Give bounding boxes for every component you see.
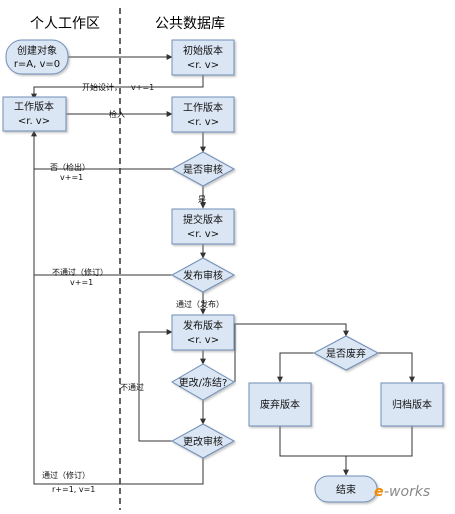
watermark-part2: -works <box>384 484 430 500</box>
node-archived-label: 归档版本 <box>392 398 432 411</box>
lane-title-public: 公共数据库 <box>155 16 225 32</box>
edge-pass-revise <box>31 130 204 485</box>
label-checkin: 检入 <box>109 109 125 119</box>
node-initial-line2: <r. v> <box>187 60 219 71</box>
node-release-review-label: 发布审核 <box>183 269 223 282</box>
node-work-personal: 工作版本 <r. v> <box>2 96 67 132</box>
node-work-public-line1: 工作版本 <box>183 101 223 114</box>
label-yes: 是 <box>198 195 206 204</box>
node-release-line2: <r. v> <box>187 335 219 346</box>
edge-start-design <box>31 75 204 100</box>
watermark-logo: e -works <box>374 484 430 500</box>
node-end: 结束 <box>314 475 378 503</box>
node-change-review: 更改审核 <box>170 423 236 459</box>
node-release-line1: 发布版本 <box>183 319 223 332</box>
node-release-review: 发布审核 <box>170 257 236 293</box>
node-create: 创建对象 r=A, v=0 <box>5 39 69 75</box>
node-submit-line2: <r. v> <box>187 229 219 240</box>
label-start-design-v: v+=1 <box>131 83 154 92</box>
node-create-line2: r=A, v=0 <box>14 59 60 70</box>
node-submit-line1: 提交版本 <box>183 213 223 226</box>
edge-release-to-discard <box>234 323 349 382</box>
edge-archived-down <box>346 426 413 457</box>
label-no-checkout: 否（检出） <box>50 162 90 172</box>
node-create-line1: 创建对象 <box>17 44 57 57</box>
edge-discard-right <box>378 352 415 383</box>
node-discarded: 废弃版本 <box>248 382 312 427</box>
node-work-personal-line2: <r. v> <box>18 116 50 127</box>
node-change-freeze-label: 更改/冻结? <box>179 376 228 389</box>
node-release: 发布版本 <r. v> <box>171 314 235 351</box>
node-need-review-label: 是否审核 <box>183 163 223 176</box>
node-work-public-line2: <r. v> <box>187 117 219 128</box>
label-fail-modify-v: v+=1 <box>70 278 93 287</box>
node-work-personal-line1: 工作版本 <box>14 100 54 113</box>
label-pass-revise-v: r+=1, v=1 <box>52 485 95 494</box>
label-no-checkout-v: v+=1 <box>60 173 83 182</box>
node-discard-question: 是否废弃 <box>312 335 380 371</box>
edge-discarded-down <box>279 426 346 457</box>
node-initial-line1: 初始版本 <box>183 44 223 57</box>
watermark-part1: e <box>374 484 384 500</box>
label-fail: 不通过 <box>120 382 144 392</box>
node-end-label: 结束 <box>336 483 356 496</box>
label-fail-modify: 不通过（修订） <box>52 267 108 277</box>
node-need-review: 是否审核 <box>170 151 236 187</box>
label-pass-revise: 通过（修订） <box>42 470 90 480</box>
node-change-review-label: 更改审核 <box>183 435 223 448</box>
node-submit: 提交版本 <r. v> <box>171 208 235 245</box>
edge-fail <box>138 329 173 442</box>
node-discarded-label: 废弃版本 <box>260 398 300 411</box>
node-discard-question-label: 是否废弃 <box>326 347 366 360</box>
label-start-design: 开始设计， <box>82 82 122 92</box>
node-change-freeze: 更改/冻结? <box>171 363 235 401</box>
label-pass-release: 通过（发布） <box>176 299 224 309</box>
node-initial: 初始版本 <r. v> <box>171 39 235 76</box>
lane-title-personal: 个人工作区 <box>30 16 100 32</box>
edge-discard-left <box>277 352 314 383</box>
node-work-public: 工作版本 <r. v> <box>171 96 235 133</box>
node-archived: 归档版本 <box>380 382 444 427</box>
